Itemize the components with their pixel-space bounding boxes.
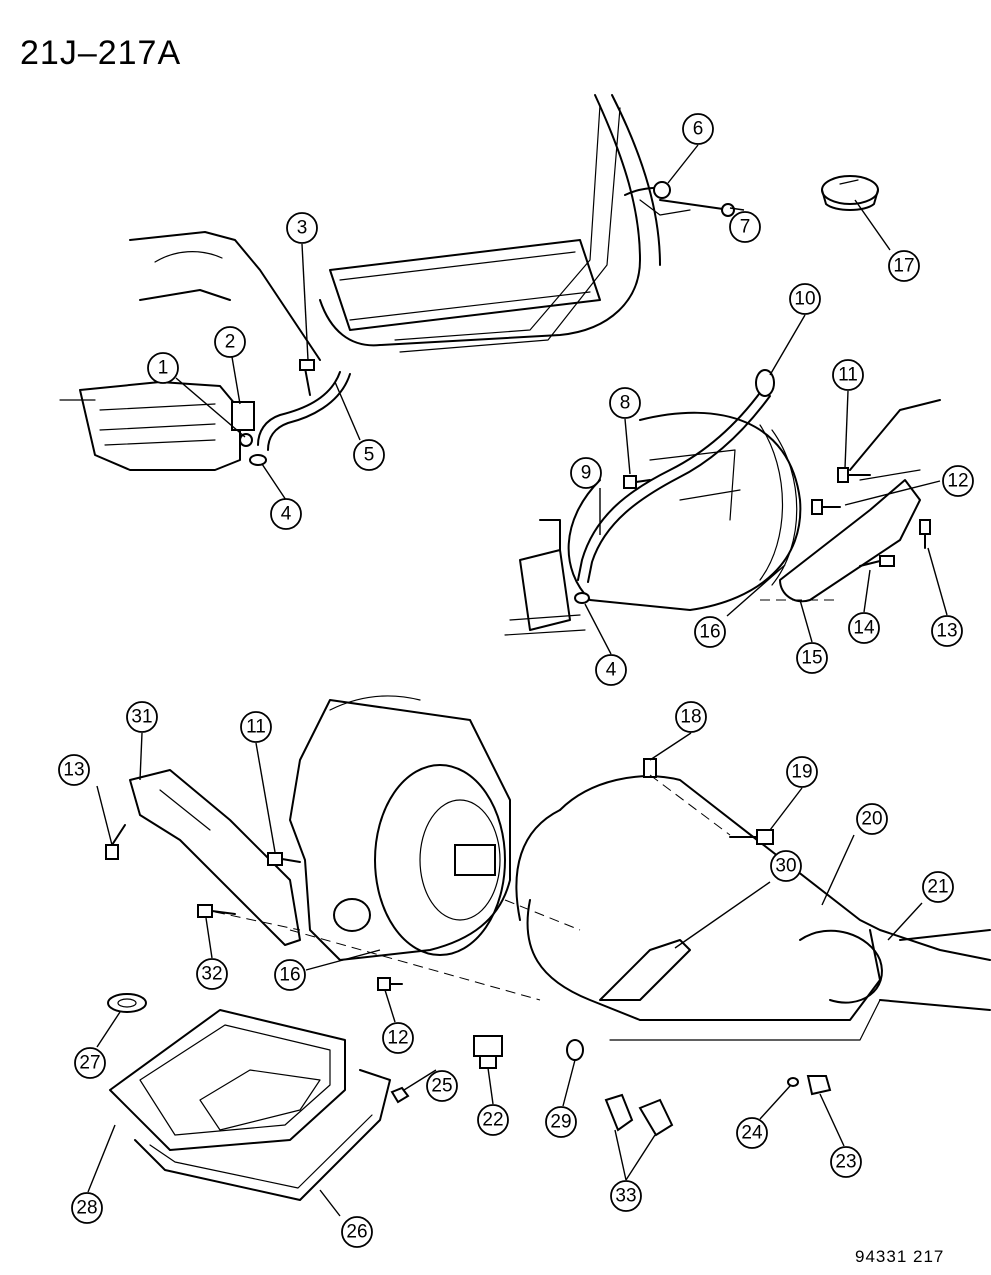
svg-text:23: 23: [835, 1152, 856, 1173]
svg-text:12: 12: [947, 471, 968, 492]
callout-22: 22: [477, 1104, 509, 1136]
callout-28: 28: [71, 1192, 103, 1224]
svg-text:10: 10: [794, 289, 815, 310]
svg-text:12: 12: [387, 1028, 408, 1049]
callout-10: 10: [789, 283, 821, 315]
callout-6: 6: [682, 113, 714, 145]
svg-text:22: 22: [482, 1110, 503, 1131]
callout-16-lower: 16: [274, 959, 306, 991]
svg-text:9: 9: [581, 463, 592, 484]
upper-transmission-view: [59, 94, 735, 471]
callout-14: 14: [848, 612, 880, 644]
callout-11: 11: [832, 359, 864, 391]
svg-text:25: 25: [431, 1076, 452, 1097]
svg-text:4: 4: [281, 504, 292, 525]
svg-text:17: 17: [893, 256, 914, 277]
callout-13: 13: [931, 615, 963, 647]
callout-27: 27: [74, 1047, 106, 1079]
lower-transmission-view: [105, 695, 991, 1201]
svg-text:27: 27: [79, 1053, 100, 1074]
callout-4: 4: [270, 498, 302, 530]
callout-13-lower: 13: [58, 754, 90, 786]
diagram-code: 21J–217A: [20, 34, 181, 72]
callout-24: 24: [736, 1117, 768, 1149]
callout-1: 1: [147, 352, 179, 384]
svg-text:15: 15: [801, 648, 822, 669]
callout-4-lower: 4: [595, 654, 627, 686]
callout-33: 33: [610, 1180, 642, 1212]
callout-11-lower: 11: [240, 711, 272, 743]
callout-7: 7: [729, 211, 761, 243]
svg-text:6: 6: [693, 119, 704, 140]
svg-text:11: 11: [246, 717, 266, 738]
svg-text:16: 16: [699, 622, 720, 643]
svg-text:13: 13: [63, 760, 84, 781]
svg-text:21: 21: [927, 877, 948, 898]
svg-text:13: 13: [936, 621, 957, 642]
callout-3: 3: [286, 212, 318, 244]
callout-20: 20: [856, 803, 888, 835]
svg-text:31: 31: [131, 707, 152, 728]
callout-12: 12: [942, 465, 974, 497]
grommet-plug-part-17: [821, 175, 879, 211]
svg-text:11: 11: [838, 365, 858, 386]
svg-text:1: 1: [158, 358, 169, 379]
callout-32: 32: [196, 958, 228, 990]
callout-29: 29: [545, 1106, 577, 1138]
svg-text:29: 29: [550, 1112, 571, 1133]
callout-15: 15: [796, 642, 828, 674]
svg-text:3: 3: [297, 218, 308, 239]
callout-2: 2: [214, 326, 246, 358]
svg-text:19: 19: [791, 762, 812, 783]
svg-text:24: 24: [741, 1123, 763, 1144]
callout-31: 31: [126, 701, 158, 733]
callout-23: 23: [830, 1146, 862, 1178]
callout-16: 16: [694, 616, 726, 648]
leader-lines: [87, 144, 948, 1217]
svg-text:18: 18: [680, 707, 701, 728]
svg-text:8: 8: [620, 393, 631, 414]
callout-17: 17: [888, 250, 920, 282]
svg-text:16: 16: [279, 965, 300, 986]
callout-12-lower: 12: [382, 1022, 414, 1054]
callout-8: 8: [609, 387, 641, 419]
dipstick-and-mount-view: [504, 369, 941, 636]
reference-code: 94331 217: [855, 1247, 944, 1266]
svg-text:32: 32: [201, 964, 222, 985]
callout-19: 19: [786, 756, 818, 788]
callout-26: 26: [341, 1216, 373, 1248]
svg-text:5: 5: [364, 445, 375, 466]
callout-18: 18: [675, 701, 707, 733]
svg-text:7: 7: [740, 217, 751, 238]
svg-text:20: 20: [861, 809, 882, 830]
callout-30: 30: [770, 850, 802, 882]
svg-text:28: 28: [76, 1198, 97, 1219]
callout-21: 21: [922, 871, 954, 903]
svg-text:26: 26: [346, 1222, 367, 1243]
callout-5: 5: [353, 439, 385, 471]
callouts: 1 2 3 4 5 6 7 17 10 8 11 9 12 13 16 14 1…: [58, 113, 974, 1248]
svg-text:4: 4: [606, 660, 617, 681]
svg-text:14: 14: [853, 618, 875, 639]
callout-25: 25: [426, 1070, 458, 1102]
svg-text:30: 30: [775, 856, 796, 877]
callout-9: 9: [570, 457, 602, 489]
svg-text:33: 33: [615, 1186, 636, 1207]
svg-text:2: 2: [225, 332, 236, 353]
